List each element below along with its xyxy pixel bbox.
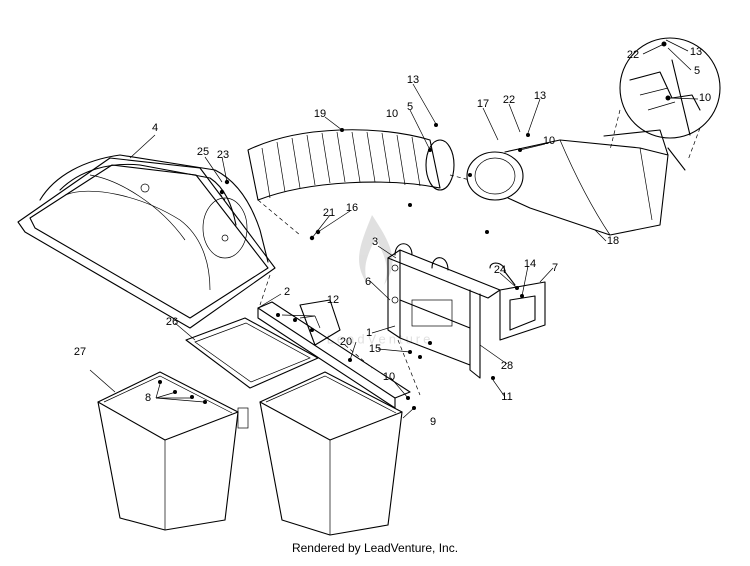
callout-15: 15	[369, 343, 381, 355]
hood-cover	[17, 154, 276, 329]
hardware-fasteners	[158, 123, 530, 410]
flex-hose	[247, 129, 455, 201]
callout-22: 22	[503, 94, 515, 106]
callout-20: 20	[340, 336, 352, 348]
callout-16: 16	[346, 202, 358, 214]
callout-28: 28	[501, 360, 513, 372]
callout-24: 24	[494, 264, 506, 276]
callout-10-chute: 10	[543, 135, 555, 147]
callout-21: 21	[323, 207, 335, 219]
chute-adapter	[466, 129, 686, 236]
callout-5-inset: 5	[694, 65, 700, 77]
callout-22-inset: 22	[627, 49, 639, 61]
mounting-frame	[387, 243, 516, 379]
bag-frame	[257, 299, 411, 409]
watermark-text: LeadVenture	[327, 331, 434, 346]
callout-27: 27	[74, 346, 86, 358]
callout-3: 3	[372, 236, 378, 248]
callout-4: 4	[152, 122, 158, 134]
left-bag-bin	[97, 371, 249, 531]
watermark: LeadVenture	[327, 215, 434, 346]
assembly-lines	[214, 174, 471, 396]
callout-2: 2	[284, 286, 290, 298]
callout-18: 18	[607, 235, 619, 247]
callout-23: 23	[217, 149, 229, 161]
footer-credit: Rendered by LeadVenture, Inc.	[291, 541, 459, 555]
callout-26: 26	[166, 316, 178, 328]
right-bag-bin	[259, 371, 403, 536]
bag-opening-frame	[185, 317, 319, 389]
callout-1: 1	[366, 327, 372, 339]
callout-17: 17	[477, 98, 489, 110]
callout-5: 5	[407, 101, 413, 113]
callout-13-right: 13	[534, 90, 546, 102]
callout-13-top: 13	[407, 74, 419, 86]
callout-11: 11	[501, 391, 512, 403]
side-bracket	[499, 281, 546, 341]
callout-labels: 4 2 3 12 26 27 8 25 23 19 16 21 13 5 10 …	[74, 46, 711, 428]
callout-10-frame: 10	[383, 371, 395, 383]
callout-19: 19	[314, 108, 326, 120]
callout-8: 8	[145, 392, 151, 404]
callout-25: 25	[197, 146, 209, 158]
callout-12: 12	[327, 294, 339, 306]
callout-6: 6	[365, 276, 371, 288]
callout-14: 14	[524, 258, 536, 270]
callout-9: 9	[430, 416, 436, 428]
callout-10-inset: 10	[699, 92, 711, 104]
leader-lines	[89, 39, 699, 419]
callout-10-hose: 10	[386, 108, 398, 120]
callout-13-inset: 13	[690, 46, 702, 58]
callout-7: 7	[552, 262, 558, 274]
inset-detail	[609, 37, 721, 161]
